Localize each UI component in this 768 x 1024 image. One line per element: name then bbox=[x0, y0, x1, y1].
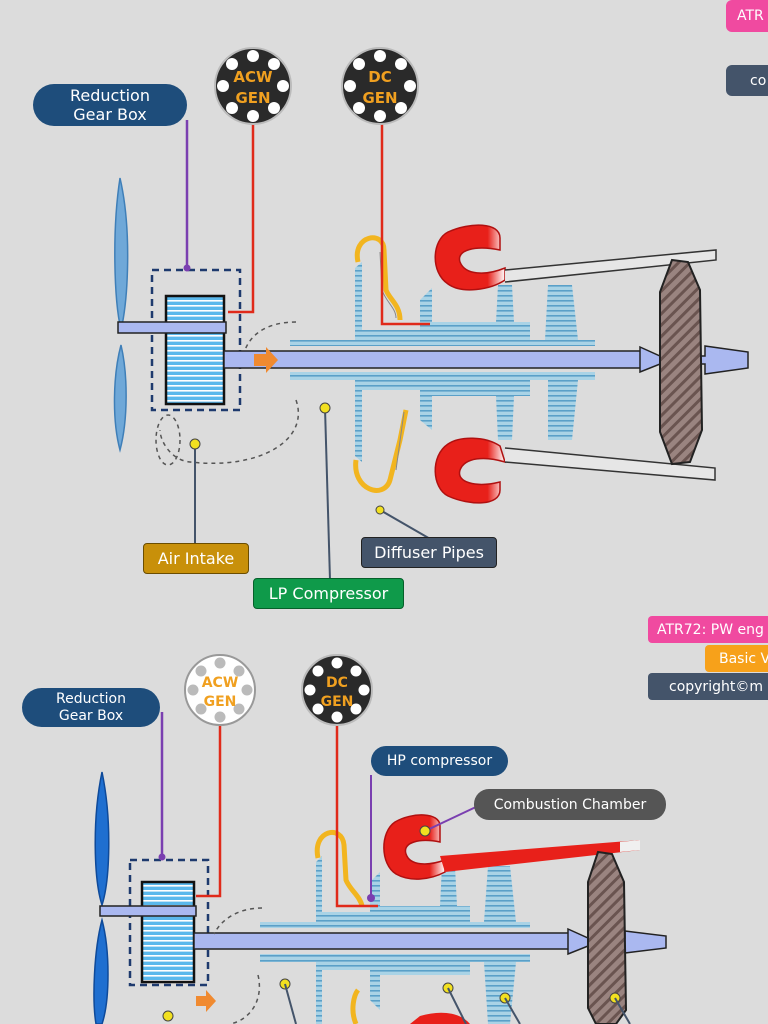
side-tag-slate: copyright©m bbox=[648, 673, 768, 700]
acw-gen-icon: ACW GEN bbox=[214, 47, 292, 125]
airflow-arrow bbox=[254, 347, 278, 373]
side-tag-pink: ATR72: PW eng bbox=[648, 616, 768, 643]
reduction-gear-box-gears bbox=[164, 294, 226, 406]
combustion-chamber-upper bbox=[434, 224, 506, 291]
propeller-shaft bbox=[117, 321, 227, 334]
reduction-gear-box-outline bbox=[150, 268, 242, 412]
reduction-gear-box-label: Reduction Gear Box bbox=[22, 688, 160, 727]
main-shaft bbox=[193, 932, 571, 950]
bottom-diagram: ACW GEN DC GEN bbox=[93, 654, 667, 1024]
combustion-chamber-lower bbox=[434, 437, 507, 504]
propeller-shaft bbox=[99, 905, 197, 917]
dc-gen-icon: DC GEN bbox=[341, 47, 419, 125]
dc-gen-label-1: DC bbox=[368, 68, 391, 86]
dc-gen-label-2: GEN bbox=[321, 694, 354, 710]
acw-gen-label-1: ACW bbox=[233, 68, 273, 86]
diffuser-pipes-label: Diffuser Pipes bbox=[361, 537, 497, 568]
hp-compressor-label: HP compressor bbox=[371, 746, 508, 776]
reduction-gear-box-line-2: Gear Box bbox=[73, 105, 147, 124]
propeller bbox=[93, 771, 110, 1024]
top-diagram: ACW GEN DC GEN bbox=[113, 47, 749, 581]
acw-gen-label-1: ACW bbox=[202, 675, 239, 691]
dc-gen-label-1: DC bbox=[326, 675, 348, 691]
lp-compressor-lower bbox=[290, 372, 595, 462]
combustion-chamber-label: Combustion Chamber bbox=[474, 789, 666, 820]
acw-gen-label-2: GEN bbox=[235, 89, 270, 107]
acw-gen-icon: ACW GEN bbox=[184, 654, 256, 726]
reduction-gear-box-line-1: Reduction bbox=[56, 690, 126, 707]
side-tag-pink: ATR bbox=[726, 0, 768, 32]
diffuser-pipe-lower bbox=[353, 409, 409, 493]
turbine-disc bbox=[659, 258, 704, 466]
reduction-gear-box-gears bbox=[140, 880, 196, 984]
dc-gen-label-2: GEN bbox=[362, 89, 397, 107]
reduction-gear-box-line-2: Gear Box bbox=[58, 707, 124, 724]
side-tag-slate: co bbox=[726, 65, 768, 96]
acw-gen-label-2: GEN bbox=[204, 694, 237, 710]
reduction-gear-box-outline bbox=[128, 858, 210, 987]
turbine-disc bbox=[587, 850, 628, 1024]
side-tag-orange: Basic V bbox=[705, 645, 768, 672]
airflow-arrow bbox=[196, 990, 216, 1012]
reduction-gear-box-line-1: Reduction bbox=[70, 85, 150, 105]
lp-compressor-label: LP Compressor bbox=[253, 578, 404, 609]
air-intake-label: Air Intake bbox=[143, 543, 249, 574]
diffuser-pipe-upper bbox=[354, 235, 403, 321]
dc-gen-icon: DC GEN bbox=[301, 654, 373, 726]
lp-compressor-upper bbox=[290, 262, 595, 346]
propeller bbox=[113, 177, 129, 453]
diffuser-pipe-upper bbox=[314, 830, 365, 907]
combustion-chamber-upper bbox=[383, 814, 446, 880]
reduction-gear-box-label: Reduction Gear Box bbox=[33, 84, 187, 126]
main-shaft bbox=[223, 350, 643, 369]
